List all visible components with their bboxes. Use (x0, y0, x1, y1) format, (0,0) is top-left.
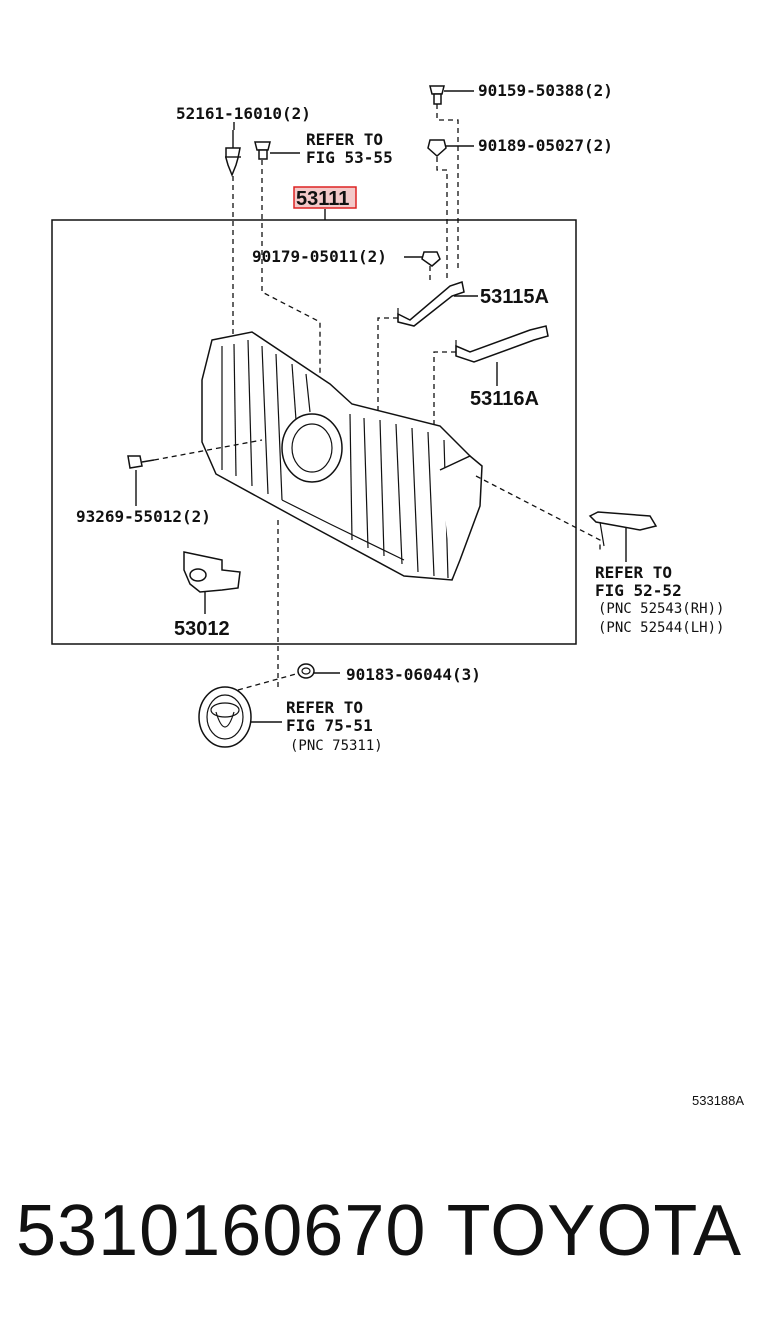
screw-90159-icon (429, 85, 474, 105)
nut-90189-icon (427, 139, 474, 158)
emblem-icon (198, 686, 282, 748)
label-fig-53: FIG 53-55 (306, 148, 393, 167)
bracket-53116a-icon (455, 325, 549, 386)
label-90159: 90159-50388(2) (478, 81, 613, 100)
label-fig-75: FIG 75-51 (286, 716, 373, 735)
label-90179: 90179-05011(2) (252, 247, 387, 266)
label-90183: 90183-06044(3) (346, 665, 481, 684)
label-fig-52: FIG 52-52 (595, 581, 682, 600)
diagram-code: 533188A (692, 1093, 744, 1108)
label-pnc-lh: (PNC 52544(LH)) (598, 620, 724, 636)
bolt-93269-icon (127, 455, 155, 469)
nut-90179-icon (404, 251, 441, 267)
highlight-box (293, 186, 357, 209)
label-53115a: 53115A (480, 286, 549, 308)
side-molding-icon (588, 511, 658, 562)
label-53116a: 53116A (470, 388, 539, 410)
footer-part-number: 5310160670 (16, 1191, 427, 1271)
label-90189: 90189-05027(2) (478, 136, 613, 155)
bracket-53012-icon (183, 551, 241, 614)
label-53012: 53012 (174, 618, 230, 640)
label-52161: 52161-16010(2) (176, 104, 311, 123)
screw-refer-53-icon (254, 141, 300, 160)
label-refer-75: REFER TO (286, 698, 363, 717)
radiator-grille-icon (201, 331, 483, 581)
label-53111: 53111 (296, 188, 349, 210)
label-refer-53: REFER TO (306, 130, 383, 149)
nut-90183-icon (297, 663, 340, 679)
assembly-frame (51, 219, 577, 645)
footer-brand: TOYOTA (446, 1191, 742, 1271)
label-pnc-rh: (PNC 52543(RH)) (598, 601, 724, 617)
bracket-53115a-icon (397, 281, 478, 327)
label-93269: 93269-55012(2) (76, 507, 211, 526)
label-pnc-75311: (PNC 75311) (290, 738, 383, 754)
clip-52161-icon (225, 130, 241, 178)
label-refer-52: REFER TO (595, 563, 672, 582)
